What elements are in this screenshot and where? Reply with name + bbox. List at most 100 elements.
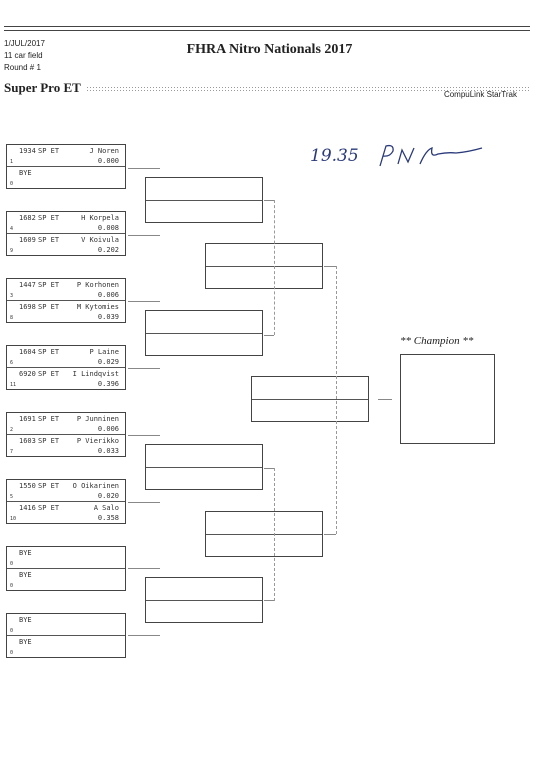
dotted-leader: [86, 86, 530, 92]
entry-class: SP ET: [38, 482, 60, 490]
entry-driver-name: J Noren: [89, 147, 119, 155]
entry-number: 6920: [19, 370, 36, 378]
entry-seed: 0: [10, 628, 14, 634]
champion-box: [400, 354, 495, 444]
entry-seed: 8: [10, 315, 14, 321]
entry-number: 1550: [19, 482, 36, 490]
entry-class: SP ET: [38, 303, 60, 311]
entry-driver-name: M Kytomies: [76, 303, 119, 311]
champion-label: ** Champion **: [400, 335, 474, 347]
pairing-box: 1447 SP ET P Korhonen 3 0.006 1698 SP ET…: [6, 278, 126, 323]
round2-box-3: [145, 444, 263, 490]
entry-driver-name: P Korhonen: [76, 281, 119, 289]
entry-reaction-time: 0.029: [97, 358, 119, 366]
connector: [264, 468, 274, 469]
entry-reaction-time: 0.039: [97, 313, 119, 321]
pairing-box: BYE 0 BYE 0: [6, 546, 126, 591]
connector: [128, 235, 160, 236]
connector: [128, 435, 160, 436]
entry-seed: 5: [10, 494, 14, 500]
connector: [264, 600, 274, 601]
entry-driver-name: P Laine: [89, 348, 119, 356]
pairing-box: 1604 SP ET P Laine 6 0.029 6920 SP ET I …: [6, 345, 126, 390]
entry-seed: 6: [10, 360, 14, 366]
connector: [274, 468, 275, 601]
entry-class: SP ET: [38, 504, 60, 512]
header-field: 11 car field: [4, 51, 43, 60]
entry-reaction-time: 0.006: [97, 291, 119, 299]
entry-seed: 0: [10, 650, 14, 656]
entry-reaction-time: 0.358: [97, 514, 119, 522]
class-name: Super Pro ET: [4, 80, 81, 95]
entry-driver-name: I Lindqvist: [72, 370, 119, 378]
entry-driver-name: BYE: [19, 571, 32, 579]
entry-seed: 0: [10, 181, 14, 187]
entry-number: 1698: [19, 303, 36, 311]
entry-number: 1447: [19, 281, 36, 289]
entry-number: 1691: [19, 415, 36, 423]
entry-seed: 0: [10, 561, 14, 567]
entry-seed: 1: [10, 159, 14, 165]
entry-reaction-time: 0.008: [97, 224, 119, 232]
entry-driver-name: BYE: [19, 638, 32, 646]
entry-driver-name: O Oikarinen: [72, 482, 119, 490]
connector: [274, 200, 275, 335]
connector: [336, 266, 337, 534]
connector: [264, 335, 274, 336]
entry-driver-name: P Junninen: [76, 415, 119, 423]
vendor-label: CompuLink StarTrak: [443, 90, 517, 99]
entry-class: SP ET: [38, 415, 60, 423]
entry-class: SP ET: [38, 147, 60, 155]
handwritten-signature: [376, 140, 488, 175]
connector: [128, 635, 160, 636]
entry-number: 1934: [19, 147, 36, 155]
entry-number: 1682: [19, 214, 36, 222]
connector: [324, 534, 336, 535]
pairing-box: 1934 SP ET J Noren 1 0.000 BYE 0: [6, 144, 126, 189]
pairing-box: 1550 SP ET O Oikarinen 5 0.020 1416 SP E…: [6, 479, 126, 524]
entry-class: SP ET: [38, 236, 60, 244]
entry-number: 1416: [19, 504, 36, 512]
entry-seed: 4: [10, 226, 14, 232]
header-round: Round # 1: [4, 63, 41, 72]
entry-reaction-time: 0.000: [97, 157, 119, 165]
connector: [128, 301, 160, 302]
entry-reaction-time: 0.396: [97, 380, 119, 388]
pairing-box: 1691 SP ET P Junninen 2 0.006 1603 SP ET…: [6, 412, 126, 457]
entry-reaction-time: 0.202: [97, 246, 119, 254]
header-date: 1/JUL/2017: [4, 39, 45, 48]
entry-driver-name: P Vierikko: [76, 437, 119, 445]
connector: [264, 200, 274, 201]
entry-number: 1609: [19, 236, 36, 244]
entry-class: SP ET: [38, 370, 60, 378]
entry-reaction-time: 0.033: [97, 447, 119, 455]
connector: [128, 502, 160, 503]
entry-class: SP ET: [38, 437, 60, 445]
entry-driver-name: V Koivula: [81, 236, 119, 244]
entry-seed: 3: [10, 293, 14, 299]
entry-class: SP ET: [38, 348, 60, 356]
semifinal-box-1: [205, 243, 323, 289]
final-box: [251, 376, 369, 422]
entry-seed: 10: [10, 516, 17, 522]
entry-reaction-time: 0.006: [97, 425, 119, 433]
entry-driver-name: BYE: [19, 169, 32, 177]
entry-driver-name: BYE: [19, 549, 32, 557]
entry-seed: 0: [10, 583, 14, 589]
entry-class: SP ET: [38, 214, 60, 222]
connector: [128, 568, 160, 569]
connector: [128, 168, 160, 169]
connector: [324, 266, 336, 267]
connector: [378, 399, 392, 400]
entry-seed: 2: [10, 427, 14, 433]
round2-box-4: [145, 577, 263, 623]
entry-seed: 11: [10, 382, 17, 388]
pairing-box: 1682 SP ET H Korpela 4 0.008 1609 SP ET …: [6, 211, 126, 256]
entry-driver-name: H Korpela: [81, 214, 119, 222]
entry-reaction-time: 0.020: [97, 492, 119, 500]
entry-driver-name: BYE: [19, 616, 32, 624]
round2-box-2: [145, 310, 263, 356]
entry-number: 1603: [19, 437, 36, 445]
entry-number: 1604: [19, 348, 36, 356]
handwritten-time: 19.35: [310, 146, 359, 166]
